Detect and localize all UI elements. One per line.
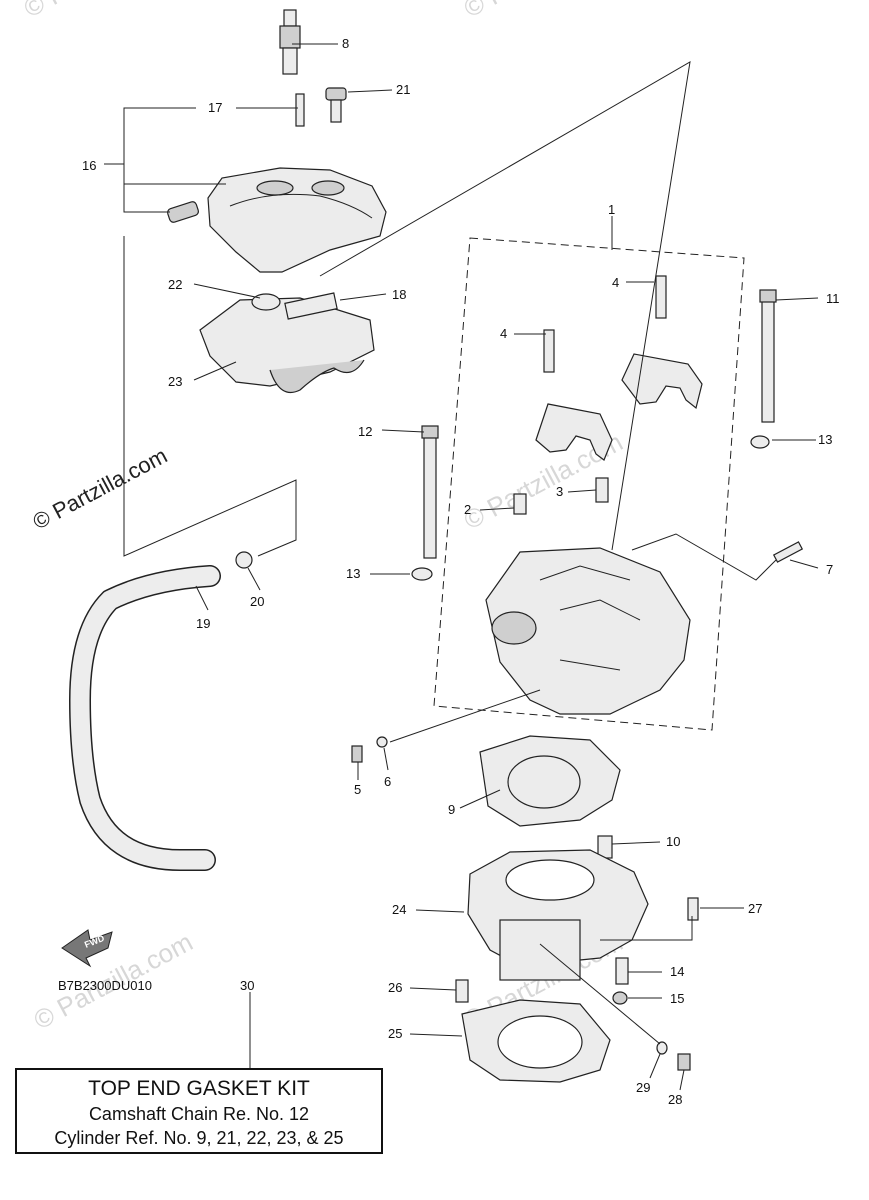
callout-22: 22 [168,277,182,292]
bolt-28 [677,1053,691,1071]
spark-plug [279,9,301,75]
bolt-11 [761,295,775,423]
bolt-5 [351,745,363,763]
fwd-arrow-icon: FWD [61,929,113,968]
callout-3: 3 [556,484,563,499]
cover-lobes [269,359,365,394]
pin-7 [772,541,804,563]
bolt-4-left [543,329,555,373]
callout-21: 21 [396,82,410,97]
callout-28: 28 [668,1092,682,1107]
washer-13-lower [411,567,433,581]
callout-27: 27 [748,901,762,916]
callout-14: 14 [670,964,684,979]
camshaft-cap-right [621,353,703,410]
callout-26: 26 [388,980,402,995]
washer-6 [376,736,388,748]
cylinder-head-cover [207,167,387,273]
callout-10: 10 [666,834,680,849]
callout-1: 1 [608,202,615,217]
washer-13-upper [750,435,770,449]
callout-25: 25 [388,1026,402,1041]
callout-8: 8 [342,36,349,51]
callout-13-lower: 13 [346,566,360,581]
dowel-26 [455,979,469,1003]
callout-4-upper: 4 [612,275,619,290]
callout-19: 19 [196,616,210,631]
nut-15 [612,991,628,1005]
camshaft-cap-left [535,403,613,461]
callout-17: 17 [208,100,222,115]
bolt-12 [423,431,437,559]
callout-2: 2 [464,502,471,517]
callout-15: 15 [670,991,684,1006]
leader-lines [104,43,819,1091]
watermark-main: © Partzilla.com [29,443,172,535]
bolt-12-head [421,425,439,439]
callout-24: 24 [392,902,406,917]
callout-20: 20 [250,594,264,609]
cylinder-head-assembly-outline [433,237,745,731]
callouts: 1 2 3 4 4 5 6 7 8 9 10 11 12 13 13 14 15… [82,36,840,1107]
bolt-21 [325,87,347,123]
callout-6: 6 [384,774,391,789]
callout-5: 5 [354,782,361,797]
bolt-27 [687,897,699,921]
dowel-2 [513,493,527,515]
callout-18: 18 [392,287,406,302]
callout-11: 11 [826,291,840,306]
watermark-top-right: © Partzilla.com [459,0,628,23]
diagram-code: B7B2300DU010 [58,978,152,993]
plug-16 [167,201,199,223]
kit-line-1: Camshaft Chain Re. No. 12 [88,1104,310,1124]
callout-29: 29 [636,1080,650,1095]
callout-4-lower: 4 [500,326,507,341]
seal-22 [251,293,281,311]
callout-13-upper: 13 [818,432,832,447]
cylinder-head [485,547,691,715]
callout-23: 23 [168,374,182,389]
watermark-top-left: © Partzilla.com [19,0,188,23]
callout-16: 16 [82,158,96,173]
clamp-20 [235,551,253,569]
top-end-gasket-kit-box: TOP END GASKET KIT Camshaft Chain Re. No… [15,1068,383,1154]
kit-line-2: Cylinder Ref. No. 9, 21, 22, 23, & 25 [54,1128,344,1148]
callout-7: 7 [826,562,833,577]
gasket-18 [284,292,338,320]
callout-12: 12 [358,424,372,439]
bolt-4-right [655,275,667,319]
kit-title: TOP END GASKET KIT [88,1077,310,1100]
dowel-14 [615,957,629,985]
dowel-3 [595,477,609,503]
callout-30: 30 [240,978,254,993]
bolt-11-head [759,289,777,303]
callout-9: 9 [448,802,455,817]
oring-29 [656,1041,668,1055]
stud-17 [295,93,305,127]
